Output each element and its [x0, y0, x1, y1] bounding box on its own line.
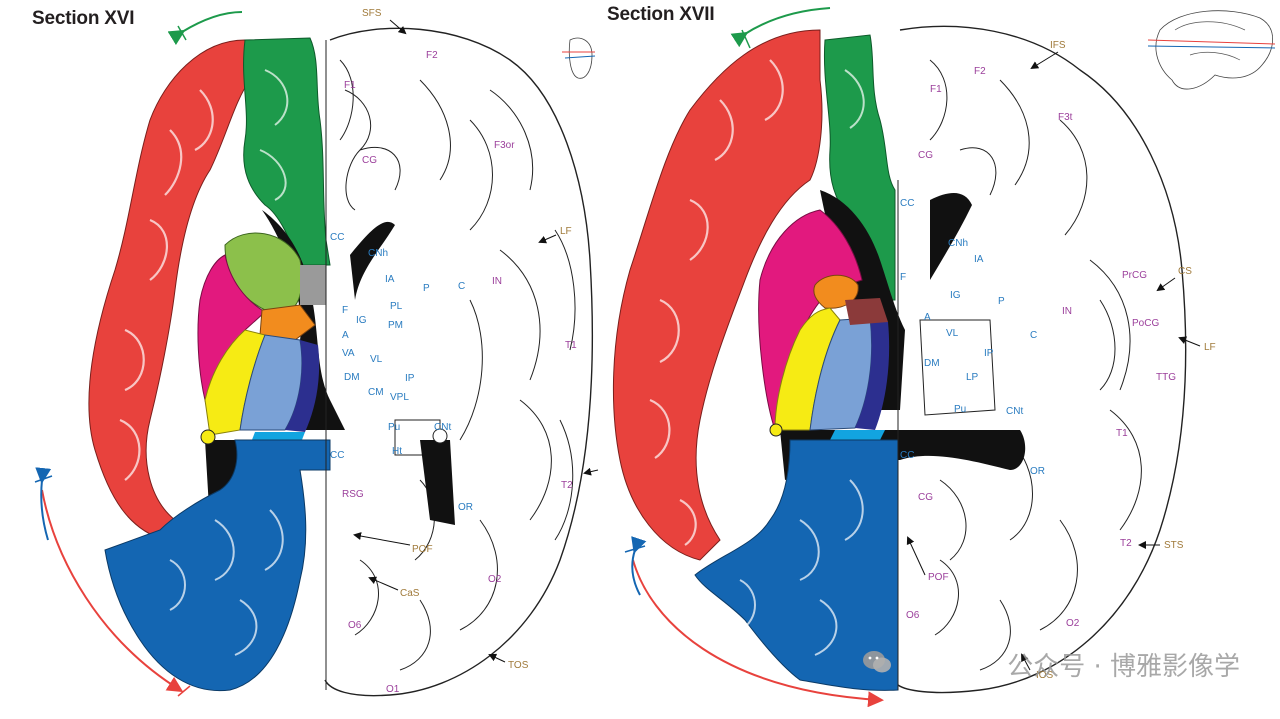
right-brown-region — [845, 298, 888, 325]
label-r-pocg: PoCG — [1132, 318, 1159, 329]
label-cnt: CNt — [434, 422, 451, 433]
left-navy-region — [285, 340, 320, 432]
label-r-ifs: IFS — [1050, 40, 1066, 51]
label-ia: IA — [385, 274, 395, 285]
label-t1: T1 — [565, 340, 577, 351]
section-xvii: IFS F2 F1 F3t CG CC CNh IA PrCG CS F IG … — [612, 7, 1276, 708]
label-r-f: F — [900, 272, 906, 283]
label-r-f1: F1 — [930, 84, 942, 95]
label-r-t1: T1 — [1116, 428, 1128, 439]
label-r-cc-top: CC — [900, 198, 914, 209]
label-tos: TOS — [508, 660, 529, 671]
label-r-cc-bottom: CC — [900, 450, 914, 461]
label-or: OR — [458, 502, 473, 513]
right-brain-outline — [897, 25, 1187, 694]
label-r-f2: F2 — [974, 66, 986, 77]
label-r-o6: O6 — [906, 610, 920, 621]
label-ht: Ht — [392, 446, 402, 457]
left-thumbnail — [562, 37, 596, 79]
label-r-vl: VL — [946, 328, 959, 339]
label-r-lp: LP — [966, 372, 979, 383]
label-dm: DM — [344, 372, 360, 383]
label-a: A — [342, 330, 349, 341]
right-red-cortex — [612, 29, 823, 561]
label-r-c: C — [1030, 330, 1037, 341]
label-r-t2: T2 — [1120, 538, 1132, 549]
label-cas: CaS — [400, 588, 420, 599]
label-r-f3t: F3t — [1058, 112, 1073, 123]
right-blue-occipital — [694, 439, 899, 691]
label-c: C — [458, 281, 465, 292]
label-r-sts: STS — [1164, 540, 1184, 551]
label-r-a: A — [924, 312, 931, 323]
label-r-pu: Pu — [954, 404, 966, 415]
label-vl: VL — [370, 354, 383, 365]
label-pu: Pu — [388, 422, 400, 433]
label-r-cg-top: CG — [918, 150, 933, 161]
label-vpl: VPL — [390, 392, 409, 403]
label-pof: POF — [412, 544, 433, 555]
label-r-cnh: CNh — [948, 238, 968, 249]
label-sfs: SFS — [362, 8, 382, 19]
label-r-pof: POF — [928, 572, 949, 583]
label-o6: O6 — [348, 620, 362, 631]
left-blue-occipital — [104, 439, 331, 692]
label-ig: IG — [356, 315, 367, 326]
label-f: F — [342, 305, 348, 316]
label-r-in: IN — [1062, 306, 1072, 317]
section-xvi-title: Section XVI — [32, 8, 135, 29]
watermark-text: 公众号 · 博雅影像学 — [1007, 652, 1240, 682]
label-r-ig: IG — [950, 290, 961, 301]
label-va: VA — [342, 348, 355, 359]
label-r-or: OR — [1030, 466, 1045, 477]
label-f2: F2 — [426, 50, 438, 61]
right-cyan-region — [830, 430, 885, 440]
right-thumbnail — [1147, 10, 1276, 90]
label-r-cnt: CNt — [1006, 406, 1023, 417]
label-r-cs: CS — [1178, 266, 1192, 277]
label-f3or: F3or — [494, 140, 515, 151]
wechat-icon — [863, 651, 891, 673]
left-orange-region — [259, 304, 316, 341]
section-xvii-title: Section XVII — [607, 4, 715, 25]
label-r-dm: DM — [924, 358, 940, 369]
label-pl: PL — [390, 301, 403, 312]
label-pm: PM — [388, 320, 403, 331]
label-lf: LF — [560, 226, 572, 237]
section-xvi: SFS F2 F1 CG F3or LF CC CNh IA P C IN PL… — [34, 8, 599, 697]
label-r-ip: IP — [984, 348, 994, 359]
label-r-ios: IOS — [1036, 670, 1054, 681]
label-r-lf: LF — [1204, 342, 1216, 353]
label-cnh: CNh — [368, 248, 388, 259]
label-r-prcg: PrCG — [1122, 270, 1147, 281]
label-r-ttg: TTG — [1156, 372, 1176, 383]
left-brain-outline — [324, 27, 594, 697]
label-t2: T2 — [561, 480, 573, 491]
label-r-cg-bottom: CG — [918, 492, 933, 503]
label-r-o2: O2 — [1066, 618, 1080, 629]
label-p: P — [423, 283, 430, 294]
label-o2: O2 — [488, 574, 502, 585]
label-o1: O1 — [386, 684, 400, 695]
label-r-p: P — [998, 296, 1005, 307]
label-cg: CG — [362, 155, 377, 166]
right-navy-region — [855, 318, 890, 430]
label-cc-top: CC — [330, 232, 344, 243]
left-green-region — [243, 37, 331, 266]
label-cm: CM — [368, 387, 384, 398]
label-cc-bottom: CC — [330, 450, 344, 461]
label-r-ia: IA — [974, 254, 984, 265]
label-f1: F1 — [344, 80, 356, 91]
label-ip: IP — [405, 373, 415, 384]
label-in: IN — [492, 276, 502, 287]
label-rsg: RSG — [342, 489, 364, 500]
